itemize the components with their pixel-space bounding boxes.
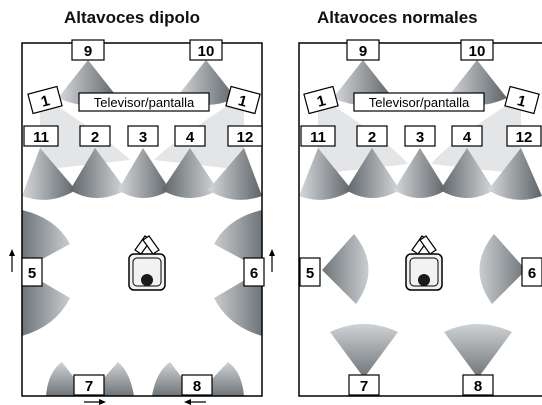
room-outline-dipole [21,42,263,397]
svg-text:Televisor/pantalla: Televisor/pantalla [94,95,195,110]
cone-speaker-12 [208,148,262,200]
panel-dipole [22,60,262,396]
svg-text:9: 9 [359,43,367,60]
label-box-6: 6 [243,257,265,287]
screen-label-right: Televisor/pantalla [353,92,485,112]
cone-side-6-normal [479,234,526,304]
label-box-9: 9 [71,39,105,61]
cone-speaker-12-normal [488,148,542,200]
label-box-3: 3 [127,125,159,147]
cone-side-6-upper [214,210,262,270]
label-box-11-normal: 11 [300,125,336,147]
cone-speaker-3-normal [394,148,446,198]
label-box-8: 8 [181,374,213,396]
cone-speaker-2-normal [346,148,400,198]
label-box-1-right: 1 [225,85,261,115]
svg-text:11: 11 [310,129,326,146]
label-box-7: 7 [73,374,105,396]
room-outline-normal [298,42,542,397]
svg-text:4: 4 [186,129,195,146]
listener-in-chair-icon [128,235,166,291]
label-box-7-normal: 7 [348,374,380,396]
label-box-1-left-normal: 1 [303,85,339,115]
label-box-10: 10 [189,39,223,61]
svg-text:5: 5 [306,265,314,282]
svg-text:9: 9 [84,43,92,60]
cone-rear-7-normal [330,324,398,378]
svg-text:10: 10 [469,43,486,60]
cone-speaker-3 [118,148,170,198]
cone-rear-8-normal [444,324,512,378]
svg-text:6: 6 [250,265,258,282]
svg-text:7: 7 [360,378,368,395]
label-box-10-normal: 10 [460,39,494,61]
listener-in-chair-icon [405,235,443,291]
label-box-12-normal: 12 [506,125,542,147]
svg-text:2: 2 [368,129,376,146]
cone-speaker-11-normal [299,148,352,200]
svg-text:3: 3 [416,129,424,146]
title-dipole: Altavoces dipolo [64,8,201,27]
label-box-5-normal: 5 [299,257,321,287]
cone-speaker-4 [162,148,218,198]
svg-text:5: 5 [28,265,36,282]
svg-text:6: 6 [528,265,536,282]
svg-text:8: 8 [474,378,482,395]
label-box-1-left: 1 [27,85,63,115]
label-box-9-normal: 9 [346,39,380,61]
svg-text:Televisor/pantalla: Televisor/pantalla [369,95,470,110]
label-box-12: 12 [227,125,263,147]
label-box-2: 2 [79,125,111,147]
cone-speaker-2 [70,148,126,198]
label-box-3-normal: 3 [404,125,436,147]
cone-speaker-11 [22,148,76,200]
arrow-icon [9,249,275,405]
title-normal: Altavoces normales [317,8,478,27]
label-box-6-normal: 6 [521,257,542,287]
cone-side-5-upper [22,210,70,270]
label-box-11: 11 [23,125,59,147]
svg-text:7: 7 [85,378,93,395]
svg-text:10: 10 [198,43,215,60]
svg-text:11: 11 [33,129,49,146]
label-box-4-normal: 4 [451,125,483,147]
svg-text:2: 2 [91,129,99,146]
cone-speaker-4-normal [440,148,494,198]
svg-text:3: 3 [139,129,147,146]
svg-text:12: 12 [237,129,254,146]
label-box-2-normal: 2 [356,125,388,147]
svg-text:12: 12 [516,129,533,146]
label-box-5: 5 [21,257,43,287]
label-box-1-right-normal: 1 [504,85,540,115]
label-box-4: 4 [174,125,206,147]
cone-side-5-normal [322,234,369,304]
svg-text:4: 4 [463,129,472,146]
screen-label-left: Televisor/pantalla [78,92,210,112]
svg-text:8: 8 [193,378,201,395]
label-box-8-normal: 8 [462,374,494,396]
